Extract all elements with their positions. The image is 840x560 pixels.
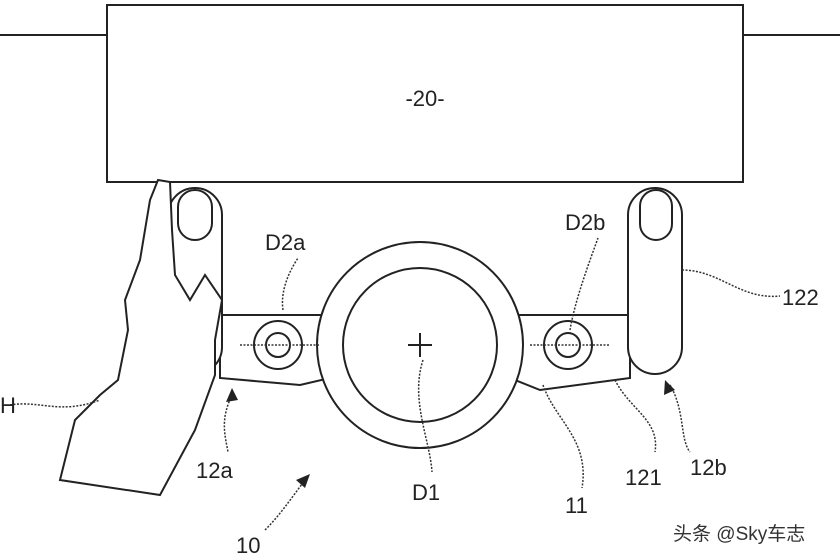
arrowhead-12a <box>226 388 238 402</box>
leader-12b <box>669 384 691 453</box>
label-11: 11 <box>565 493 588 518</box>
label-d1: D1 <box>412 480 440 505</box>
leader-10 <box>264 479 306 531</box>
label-122: 122 <box>782 285 819 310</box>
label-121: 121 <box>625 465 662 490</box>
block-20-label: -20- <box>405 86 444 111</box>
arrowhead-10 <box>296 474 310 488</box>
leader-11 <box>542 384 584 489</box>
label-h: H <box>0 393 16 418</box>
label-12b: 12b <box>690 455 727 480</box>
leader-d2b <box>569 237 599 331</box>
handle-right-slot <box>639 189 673 241</box>
label-10: 10 <box>236 533 260 558</box>
label-d2b: D2b <box>565 210 605 235</box>
arrowhead-12b <box>664 380 675 395</box>
leader-d1 <box>417 359 433 473</box>
leader-h <box>9 399 101 408</box>
block-20 <box>106 4 744 183</box>
watermark: 头条 @Sky车志 <box>673 523 805 545</box>
leader-122 <box>681 269 781 298</box>
hand-h <box>58 178 224 497</box>
label-12a: 12a <box>196 458 233 483</box>
leader-d2a <box>281 257 299 311</box>
label-d2a: D2a <box>265 230 306 255</box>
handle-left-slot <box>177 189 213 241</box>
leader-12a <box>223 394 233 453</box>
leader-121 <box>614 379 657 453</box>
